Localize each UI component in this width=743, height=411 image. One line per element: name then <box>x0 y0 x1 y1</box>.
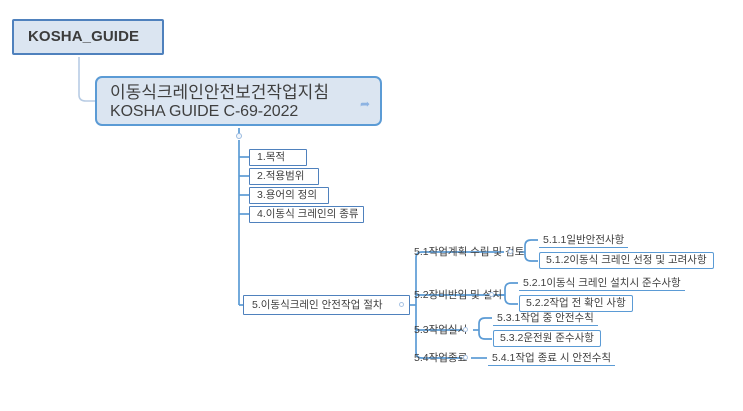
leaf-label-5-1-1: 5.1.1일반안전사항 <box>543 233 625 246</box>
leaf-node-5-3-1[interactable]: 5.3.1작업 중 안전수칙 <box>493 311 598 326</box>
leaf-label-5-4-1: 5.4.1작업 종료 시 안전수칙 <box>492 351 612 364</box>
central-topic-line2: KOSHA GUIDE C-69-2022 <box>110 102 299 120</box>
subsection-label-5-1: 5.1작업계획 수립 및 검토 <box>414 246 525 259</box>
section-label-3: 3.용어의 정의 <box>257 189 317 202</box>
leaf-label-5-1-2: 5.1.2이동식 크레인 선정 및 고려사항 <box>546 254 707 267</box>
section-label-2: 2.적용범위 <box>257 170 305 183</box>
expand-dot-section-5[interactable] <box>399 302 404 307</box>
subsection-label-5-4: 5.4작업종료 <box>414 352 468 365</box>
expand-dot-5-4[interactable] <box>463 355 468 360</box>
leaf-node-5-2-2[interactable]: 5.2.2작업 전 확인 사항 <box>519 295 633 312</box>
section-node-5[interactable]: 5.이동식크레인 안전작업 절차 <box>243 295 410 315</box>
leaf-node-5-2-1[interactable]: 5.2.1이동식 크레인 설치시 준수사항 <box>519 276 685 291</box>
subsection-node-5-3[interactable]: 5.3작업실시 <box>411 323 470 338</box>
expand-dot-5-3[interactable] <box>463 327 468 332</box>
section-label-4: 4.이동식 크레인의 종류 <box>257 208 359 221</box>
leaf-node-5-1-1[interactable]: 5.1.1일반안전사항 <box>539 233 629 248</box>
subsection-node-5-1[interactable]: 5.1작업계획 수립 및 검토 <box>411 245 527 260</box>
leaf-label-5-3-1: 5.3.1작업 중 안전수칙 <box>497 311 594 324</box>
expand-dot-central[interactable] <box>236 133 242 139</box>
central-topic-line1: 이동식크레인안전보건작업지침 <box>110 83 329 102</box>
leaf-node-5-3-2[interactable]: 5.3.2운전원 준수사항 <box>493 330 601 347</box>
central-topic-node[interactable]: 이동식크레인안전보건작업지침 KOSHA GUIDE C-69-2022 ➦ <box>95 76 382 126</box>
root-node-label: KOSHA_GUIDE <box>28 28 140 46</box>
section-node-1[interactable]: 1.목적 <box>249 149 307 166</box>
subsection-label-5-3: 5.3작업실시 <box>414 324 468 337</box>
section-node-4[interactable]: 4.이동식 크레인의 종류 <box>249 206 364 223</box>
section-node-2[interactable]: 2.적용범위 <box>249 168 319 185</box>
leaf-node-5-4-1[interactable]: 5.4.1작업 종료 시 안전수칙 <box>488 351 616 366</box>
leaf-label-5-3-2: 5.3.2운전원 준수사항 <box>500 332 594 345</box>
subsection-label-5-2: 5.2장비반입 및 설치 <box>414 289 503 302</box>
section-label-1: 1.목적 <box>257 151 286 164</box>
expand-dot-5-1[interactable] <box>508 249 513 254</box>
leaf-node-5-1-2[interactable]: 5.1.2이동식 크레인 선정 및 고려사항 <box>539 252 714 269</box>
leaf-label-5-2-1: 5.2.1이동식 크레인 설치시 준수사항 <box>523 276 681 289</box>
section-node-3[interactable]: 3.용어의 정의 <box>249 187 329 204</box>
root-node-kosha-guide[interactable]: KOSHA_GUIDE <box>12 19 164 55</box>
note-icon: ➦ <box>360 97 371 111</box>
section-label-5: 5.이동식크레인 안전작업 절차 <box>252 298 383 311</box>
subsection-node-5-4[interactable]: 5.4작업종료 <box>411 351 470 366</box>
leaf-label-5-2-2: 5.2.2작업 전 확인 사항 <box>526 297 626 310</box>
subsection-node-5-2[interactable]: 5.2장비반입 및 설치 <box>411 288 505 303</box>
expand-dot-5-2[interactable] <box>489 292 494 297</box>
